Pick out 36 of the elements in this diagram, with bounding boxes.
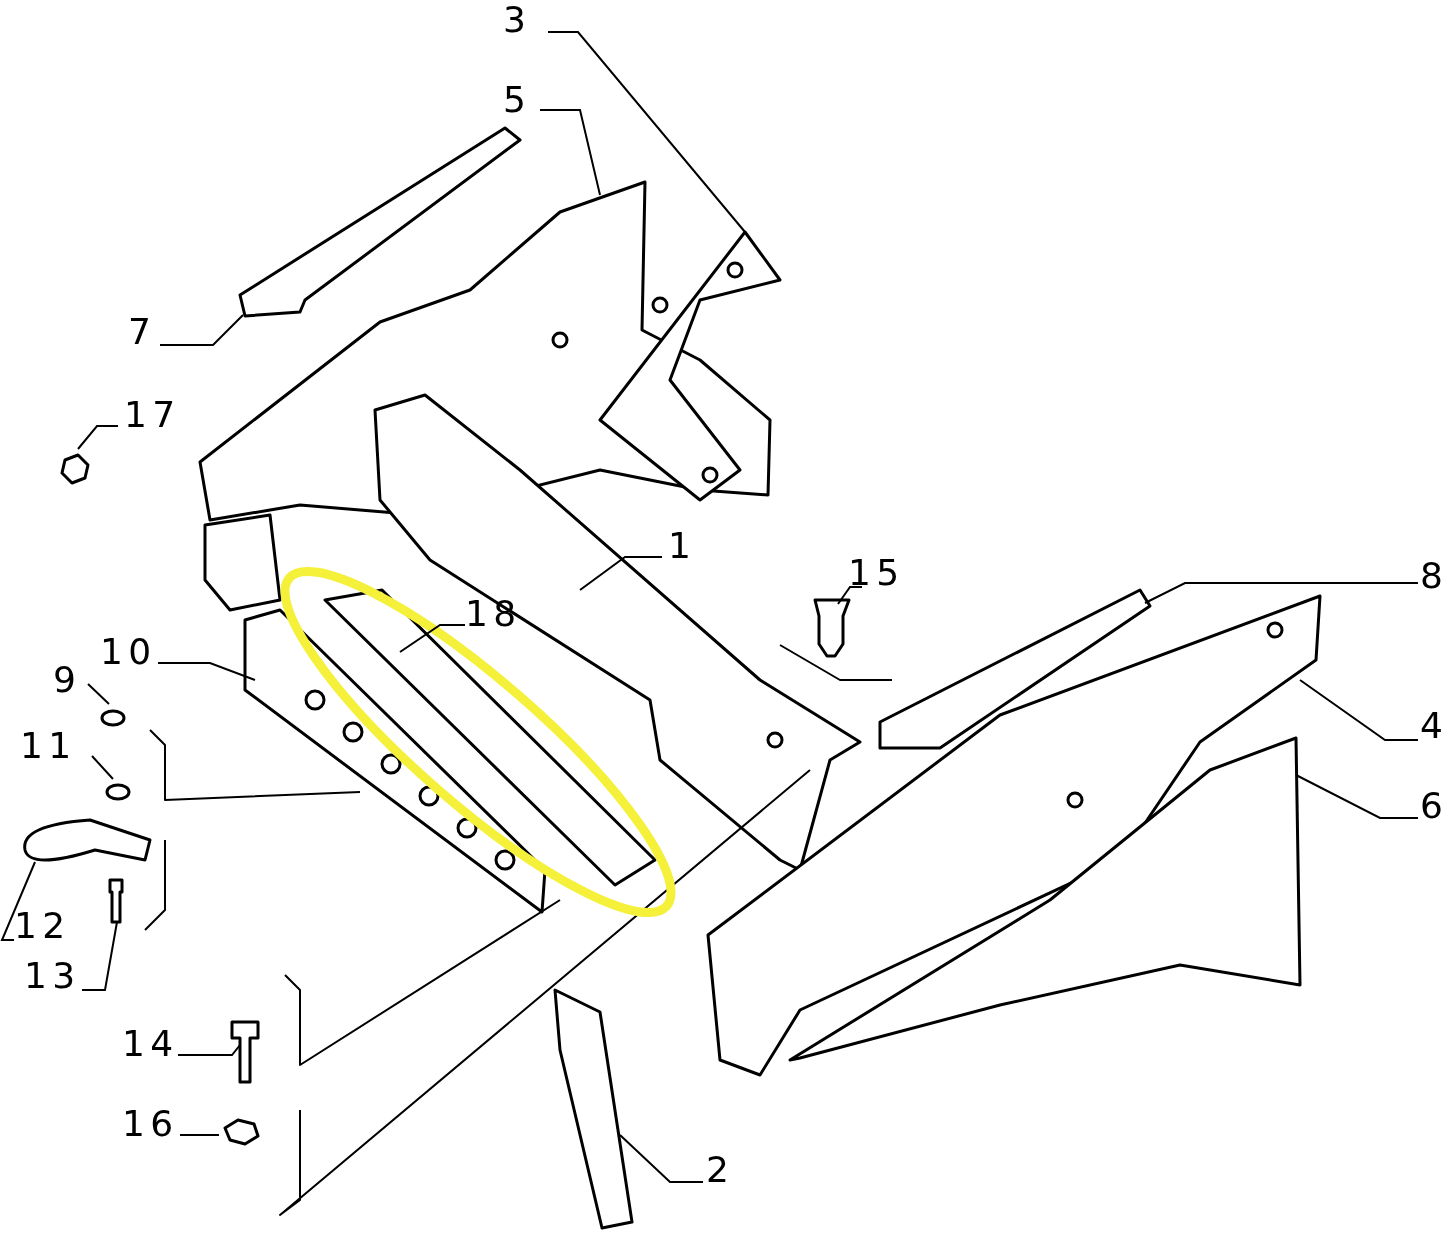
leader-line bbox=[159, 314, 244, 346]
leader-line bbox=[87, 683, 110, 705]
callout-number: 7 bbox=[128, 314, 157, 350]
leader-line bbox=[0, 861, 36, 941]
leader-line bbox=[619, 1134, 704, 1183]
leader-line bbox=[399, 624, 466, 653]
leader-line bbox=[1299, 679, 1419, 741]
callout-number: 15 bbox=[848, 555, 905, 591]
leader-line bbox=[91, 755, 114, 780]
callout-number: 1 bbox=[668, 528, 697, 564]
leader-line bbox=[1295, 774, 1419, 819]
callout-number: 16 bbox=[122, 1106, 179, 1142]
leader-line bbox=[81, 921, 118, 991]
callout-number: 6 bbox=[1420, 788, 1445, 824]
leader-line bbox=[157, 662, 256, 681]
leader-line bbox=[77, 425, 119, 450]
leader-line bbox=[1144, 582, 1419, 604]
leader-line bbox=[837, 586, 863, 605]
callout-number: 5 bbox=[503, 82, 532, 118]
callout-number: 8 bbox=[1420, 558, 1445, 594]
leader-line bbox=[579, 556, 663, 591]
leader-line bbox=[547, 31, 746, 233]
callout-number: 13 bbox=[24, 958, 81, 994]
callout-number: 10 bbox=[100, 634, 157, 670]
leader-line bbox=[179, 1134, 220, 1136]
callout-number: 12 bbox=[14, 908, 71, 944]
callout-number: 17 bbox=[124, 397, 181, 433]
leader-line bbox=[177, 1044, 241, 1056]
callout-number: 3 bbox=[503, 2, 532, 38]
leader-line bbox=[539, 109, 601, 196]
callout-number: 18 bbox=[465, 596, 522, 632]
callout-number: 14 bbox=[122, 1026, 179, 1062]
callout-number: 2 bbox=[706, 1152, 735, 1188]
callout-number: 9 bbox=[53, 662, 82, 698]
callout-number: 4 bbox=[1420, 708, 1445, 744]
callout-number: 11 bbox=[20, 728, 77, 764]
